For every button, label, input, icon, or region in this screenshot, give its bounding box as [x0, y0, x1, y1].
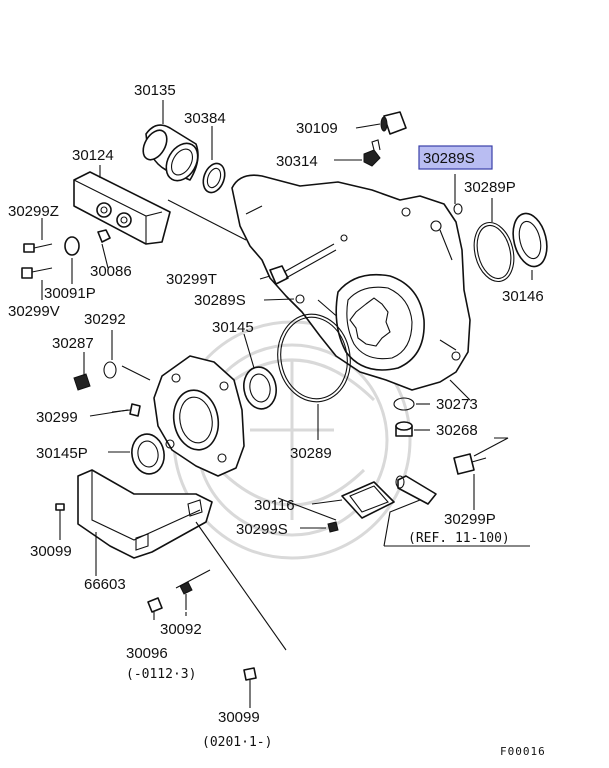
part-30145P-seal[interactable]: [129, 432, 167, 477]
front-cover[interactable]: [153, 355, 245, 477]
part-30086-nut[interactable]: [97, 229, 111, 243]
part-30091P-washer[interactable]: [64, 236, 80, 256]
part-30287-plug[interactable]: [73, 373, 91, 391]
label-30268[interactable]: 30268: [436, 422, 478, 439]
transfer-case-housing[interactable]: [231, 174, 471, 391]
label-30299T[interactable]: 30299T: [166, 271, 217, 288]
label-30091P[interactable]: 30091P: [44, 285, 96, 302]
part-30116-cover-plate[interactable]: [341, 481, 395, 519]
part-30299V-bolt[interactable]: [21, 267, 53, 279]
label-30289S[interactable]: 30289S: [194, 292, 246, 309]
figure-code: F00016: [500, 745, 546, 758]
label-30287[interactable]: 30287: [52, 335, 94, 352]
reference-pipe[interactable]: [395, 475, 437, 505]
label-30086[interactable]: 30086: [90, 263, 132, 280]
label-30135[interactable]: 30135: [134, 82, 176, 99]
part-66603-shield[interactable]: [77, 469, 213, 559]
label-30124[interactable]: 30124: [72, 147, 114, 164]
part-30292-gasket[interactable]: [103, 361, 117, 379]
part-30299T-bolt[interactable]: [269, 243, 337, 285]
part-30273-gasket[interactable]: [393, 397, 415, 411]
label-30289S-highlighted[interactable]: 30289S: [423, 150, 475, 167]
label-30299S-bottom[interactable]: 30299S: [236, 521, 288, 538]
label-66603[interactable]: 66603: [84, 576, 126, 593]
label-30273[interactable]: 30273: [436, 396, 478, 413]
leader-lines: [41, 100, 533, 708]
label-30099-left[interactable]: 30099: [30, 543, 72, 560]
part-30145-seal[interactable]: [241, 365, 280, 412]
label-30099-range: (0201·1-): [202, 735, 272, 750]
part-30099-bolt-bottom[interactable]: [243, 667, 257, 694]
part-30109-cap[interactable]: [380, 111, 407, 135]
part-30099-bolt-left[interactable]: [55, 503, 65, 522]
part-30289P-o-ring[interactable]: [468, 218, 519, 285]
reference-note: (REF. 11-100): [408, 531, 510, 546]
part-labels: 30135 30384 30124 30109 30314 30289S 302…: [8, 82, 546, 758]
label-30314[interactable]: 30314: [276, 153, 318, 170]
label-30289P-top[interactable]: 30289P: [464, 179, 516, 196]
part-30314-breather[interactable]: [363, 139, 381, 167]
label-30299P[interactable]: 30299P: [444, 511, 496, 528]
label-30299V[interactable]: 30299V: [8, 303, 60, 320]
part-30289-o-ring[interactable]: [271, 308, 357, 407]
part-30135-sleeve[interactable]: [138, 124, 204, 186]
label-30099-bottom[interactable]: 30099: [218, 709, 260, 726]
label-30116[interactable]: 30116: [254, 497, 295, 514]
label-30289[interactable]: 30289: [290, 445, 332, 462]
label-30109[interactable]: 30109: [296, 120, 338, 137]
label-30092[interactable]: 30092: [160, 621, 202, 638]
label-30299Z[interactable]: 30299Z: [8, 203, 59, 220]
label-30096-range: (-0112·3): [126, 667, 196, 682]
part-30096-nut[interactable]: [147, 597, 163, 613]
part-30299P-bolt[interactable]: [453, 453, 487, 475]
part-30146-seal[interactable]: [508, 210, 552, 270]
part-30268-plug[interactable]: [395, 421, 413, 437]
label-30292[interactable]: 30292: [84, 311, 126, 328]
part-30124-bracket[interactable]: [73, 171, 171, 245]
label-30299[interactable]: 30299: [36, 409, 78, 426]
part-30384-seal[interactable]: [199, 160, 228, 195]
part-30299Z-bolt[interactable]: [23, 243, 53, 253]
label-30146[interactable]: 30146: [502, 288, 544, 305]
part-30092-stud[interactable]: [179, 581, 193, 610]
label-30384[interactable]: 30384: [184, 110, 226, 127]
label-30145[interactable]: 30145: [212, 319, 254, 336]
part-30289S-o-ring[interactable]: [295, 294, 305, 304]
part-30289S-o-ring-top[interactable]: [453, 203, 463, 215]
label-30096[interactable]: 30096: [126, 645, 168, 662]
label-30145P[interactable]: 30145P: [36, 445, 88, 462]
part-30299S-bolt[interactable]: [327, 521, 339, 533]
highlight-box-30289S: [418, 145, 493, 170]
